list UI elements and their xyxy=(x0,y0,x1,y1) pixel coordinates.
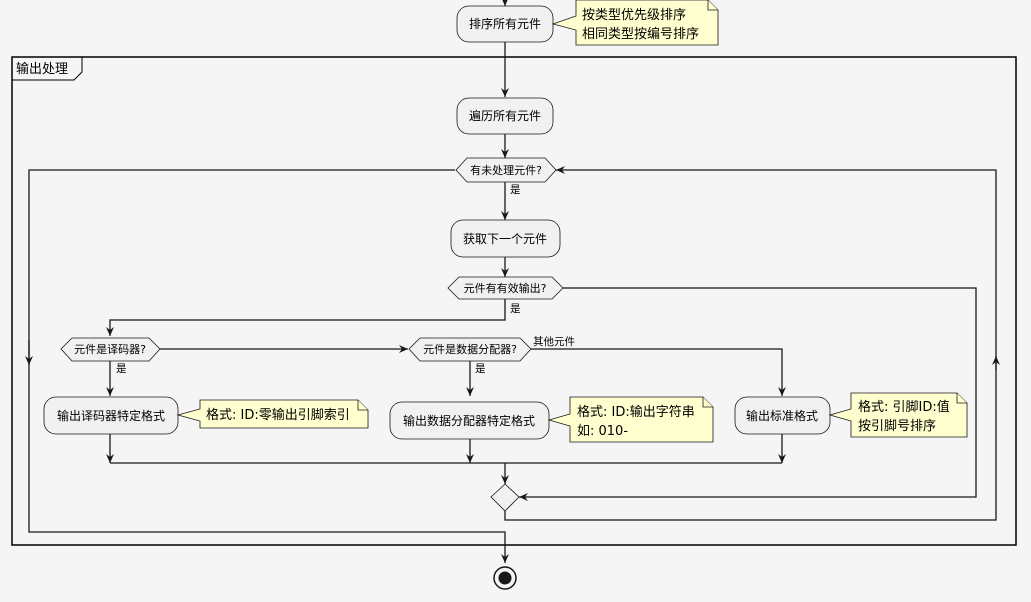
note-standard: 格式: 引脚ID:值 按引脚号排序 xyxy=(828,392,968,438)
decision-is-demux: 元件是数据分配器? xyxy=(408,337,532,362)
svg-text:元件有有效输出?: 元件有有效输出? xyxy=(464,281,547,295)
flow-valid-yes-branch xyxy=(106,298,506,336)
label-yes-valid: 是 xyxy=(510,303,521,315)
svg-text:输出译码器特定格式: 输出译码器特定格式 xyxy=(57,408,165,423)
label-other: 其他元件 xyxy=(533,335,575,348)
flow-demux-other xyxy=(531,348,786,396)
activity-demux-output: 输出数据分配器特定格式 xyxy=(389,401,550,440)
note-decoder: 格式: ID:零输出引脚索引 xyxy=(176,399,369,429)
svg-text:元件是译码器?: 元件是译码器? xyxy=(74,343,146,356)
svg-text:相同类型按编号排序: 相同类型按编号排序 xyxy=(582,27,699,42)
decision-unprocessed: 有未处理元件? xyxy=(455,157,557,183)
flow-valid-no xyxy=(519,287,977,501)
svg-text:元件是数据分配器?: 元件是数据分配器? xyxy=(423,342,517,356)
svg-text:按类型优先级排序: 按类型优先级排序 xyxy=(582,8,686,23)
flow-loop-top xyxy=(556,166,997,356)
decision-valid-output: 元件有有效输出? xyxy=(447,276,564,300)
activity-next: 获取下一个元件 xyxy=(450,219,561,258)
merge-node xyxy=(490,483,520,512)
flow-lines xyxy=(25,0,1000,563)
label-yes-unprocessed: 是 xyxy=(510,184,521,196)
svg-text:输出标准格式: 输出标准格式 xyxy=(746,408,818,423)
flow-exit-loop xyxy=(28,169,509,563)
decision-is-decoder: 元件是译码器? xyxy=(60,337,161,362)
activity-sort: 排序所有元件 xyxy=(456,5,554,43)
activity-decoder-output: 输出译码器特定格式 xyxy=(43,396,179,435)
label-yes-decoder: 是 xyxy=(116,363,127,375)
svg-text:如: 010-: 如: 010- xyxy=(577,423,628,439)
partition-title: 输出处理 xyxy=(16,61,68,77)
label-yes-demux: 是 xyxy=(475,363,486,375)
note-demux: 格式: ID:输出字符串 如: 010- xyxy=(547,396,714,443)
svg-text:遍历所有元件: 遍历所有元件 xyxy=(469,109,541,123)
svg-text:按引脚号排序: 按引脚号排序 xyxy=(858,418,936,434)
svg-text:排序所有元件: 排序所有元件 xyxy=(469,16,541,31)
flow-loop-back xyxy=(504,356,997,521)
note-sort: 按类型优先级排序 相同类型按编号排序 xyxy=(551,0,719,46)
svg-text:获取下一个元件: 获取下一个元件 xyxy=(463,232,547,246)
end-node xyxy=(493,566,517,590)
activity-iterate: 遍历所有元件 xyxy=(456,97,554,135)
svg-text:有未处理元件?: 有未处理元件? xyxy=(470,163,542,177)
partition-output-processing: 输出处理 xyxy=(11,56,1017,546)
svg-text:格式: ID:零输出引脚索引: 格式: ID:零输出引脚索引 xyxy=(206,407,350,423)
svg-text:格式: 引脚ID:值: 格式: 引脚ID:值 xyxy=(858,399,950,415)
svg-text:输出数据分配器特定格式: 输出数据分配器特定格式 xyxy=(403,413,535,428)
svg-text:格式: ID:输出字符串: 格式: ID:输出字符串 xyxy=(577,404,695,420)
activity-standard-output: 输出标准格式 xyxy=(734,396,831,435)
